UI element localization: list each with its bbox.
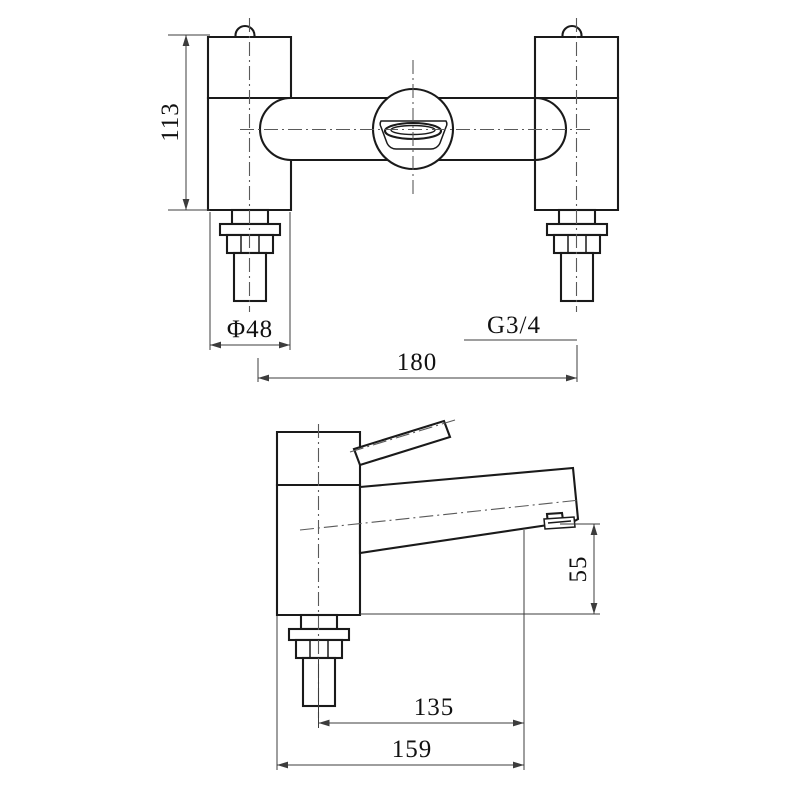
dimension-113: 113 <box>157 34 210 211</box>
side-lever-handle <box>349 419 456 467</box>
spout-arm-centerline <box>299 499 581 531</box>
dim-55-arrow-bottom <box>590 603 598 614</box>
dim-phi48-arrow-right <box>279 341 290 349</box>
lever-handle-centerline <box>349 419 456 453</box>
body-tube-right-cap <box>533 96 567 162</box>
dimension-159: 159 <box>276 616 525 770</box>
dim-113-arrow-top <box>182 35 190 46</box>
dimension-180: 180 <box>257 345 578 382</box>
dimension-phi48: Φ48 <box>209 212 291 350</box>
spout-arm-body <box>358 466 580 555</box>
dim-135-label: 135 <box>414 694 455 721</box>
dim-phi48-arrow-left <box>210 341 221 349</box>
dimension-55: 55 <box>360 523 600 615</box>
dim-180-arrow-right <box>566 374 577 382</box>
side-spout-arm <box>299 466 581 555</box>
dim-113-label: 113 <box>157 102 184 142</box>
dim-159-arrow-right <box>513 761 524 769</box>
dim-180-label: 180 <box>397 349 438 376</box>
lever-handle-body <box>352 419 452 467</box>
note-g34: G3/4 <box>464 312 577 341</box>
dim-159-label: 159 <box>392 736 433 763</box>
dim-159-arrow-left <box>277 761 288 769</box>
note-g34-label: G3/4 <box>487 312 541 339</box>
dim-135-arrow-right <box>513 719 524 727</box>
dim-55-label: 55 <box>565 556 592 583</box>
spout-aerator-slot <box>547 520 572 524</box>
dim-180-arrow-left <box>258 374 269 382</box>
dimension-135: 135 <box>318 530 525 728</box>
spout-tip-aerator <box>543 516 576 530</box>
dim-phi48-label: Φ48 <box>227 316 273 343</box>
dim-135-arrow-left <box>318 719 330 727</box>
side-view: 55 135 159 <box>275 419 600 770</box>
dim-55-arrow-top <box>590 524 598 535</box>
dim-113-arrow-bottom <box>182 199 190 210</box>
front-view: 113 Φ48 G3/4 180 <box>157 18 620 382</box>
